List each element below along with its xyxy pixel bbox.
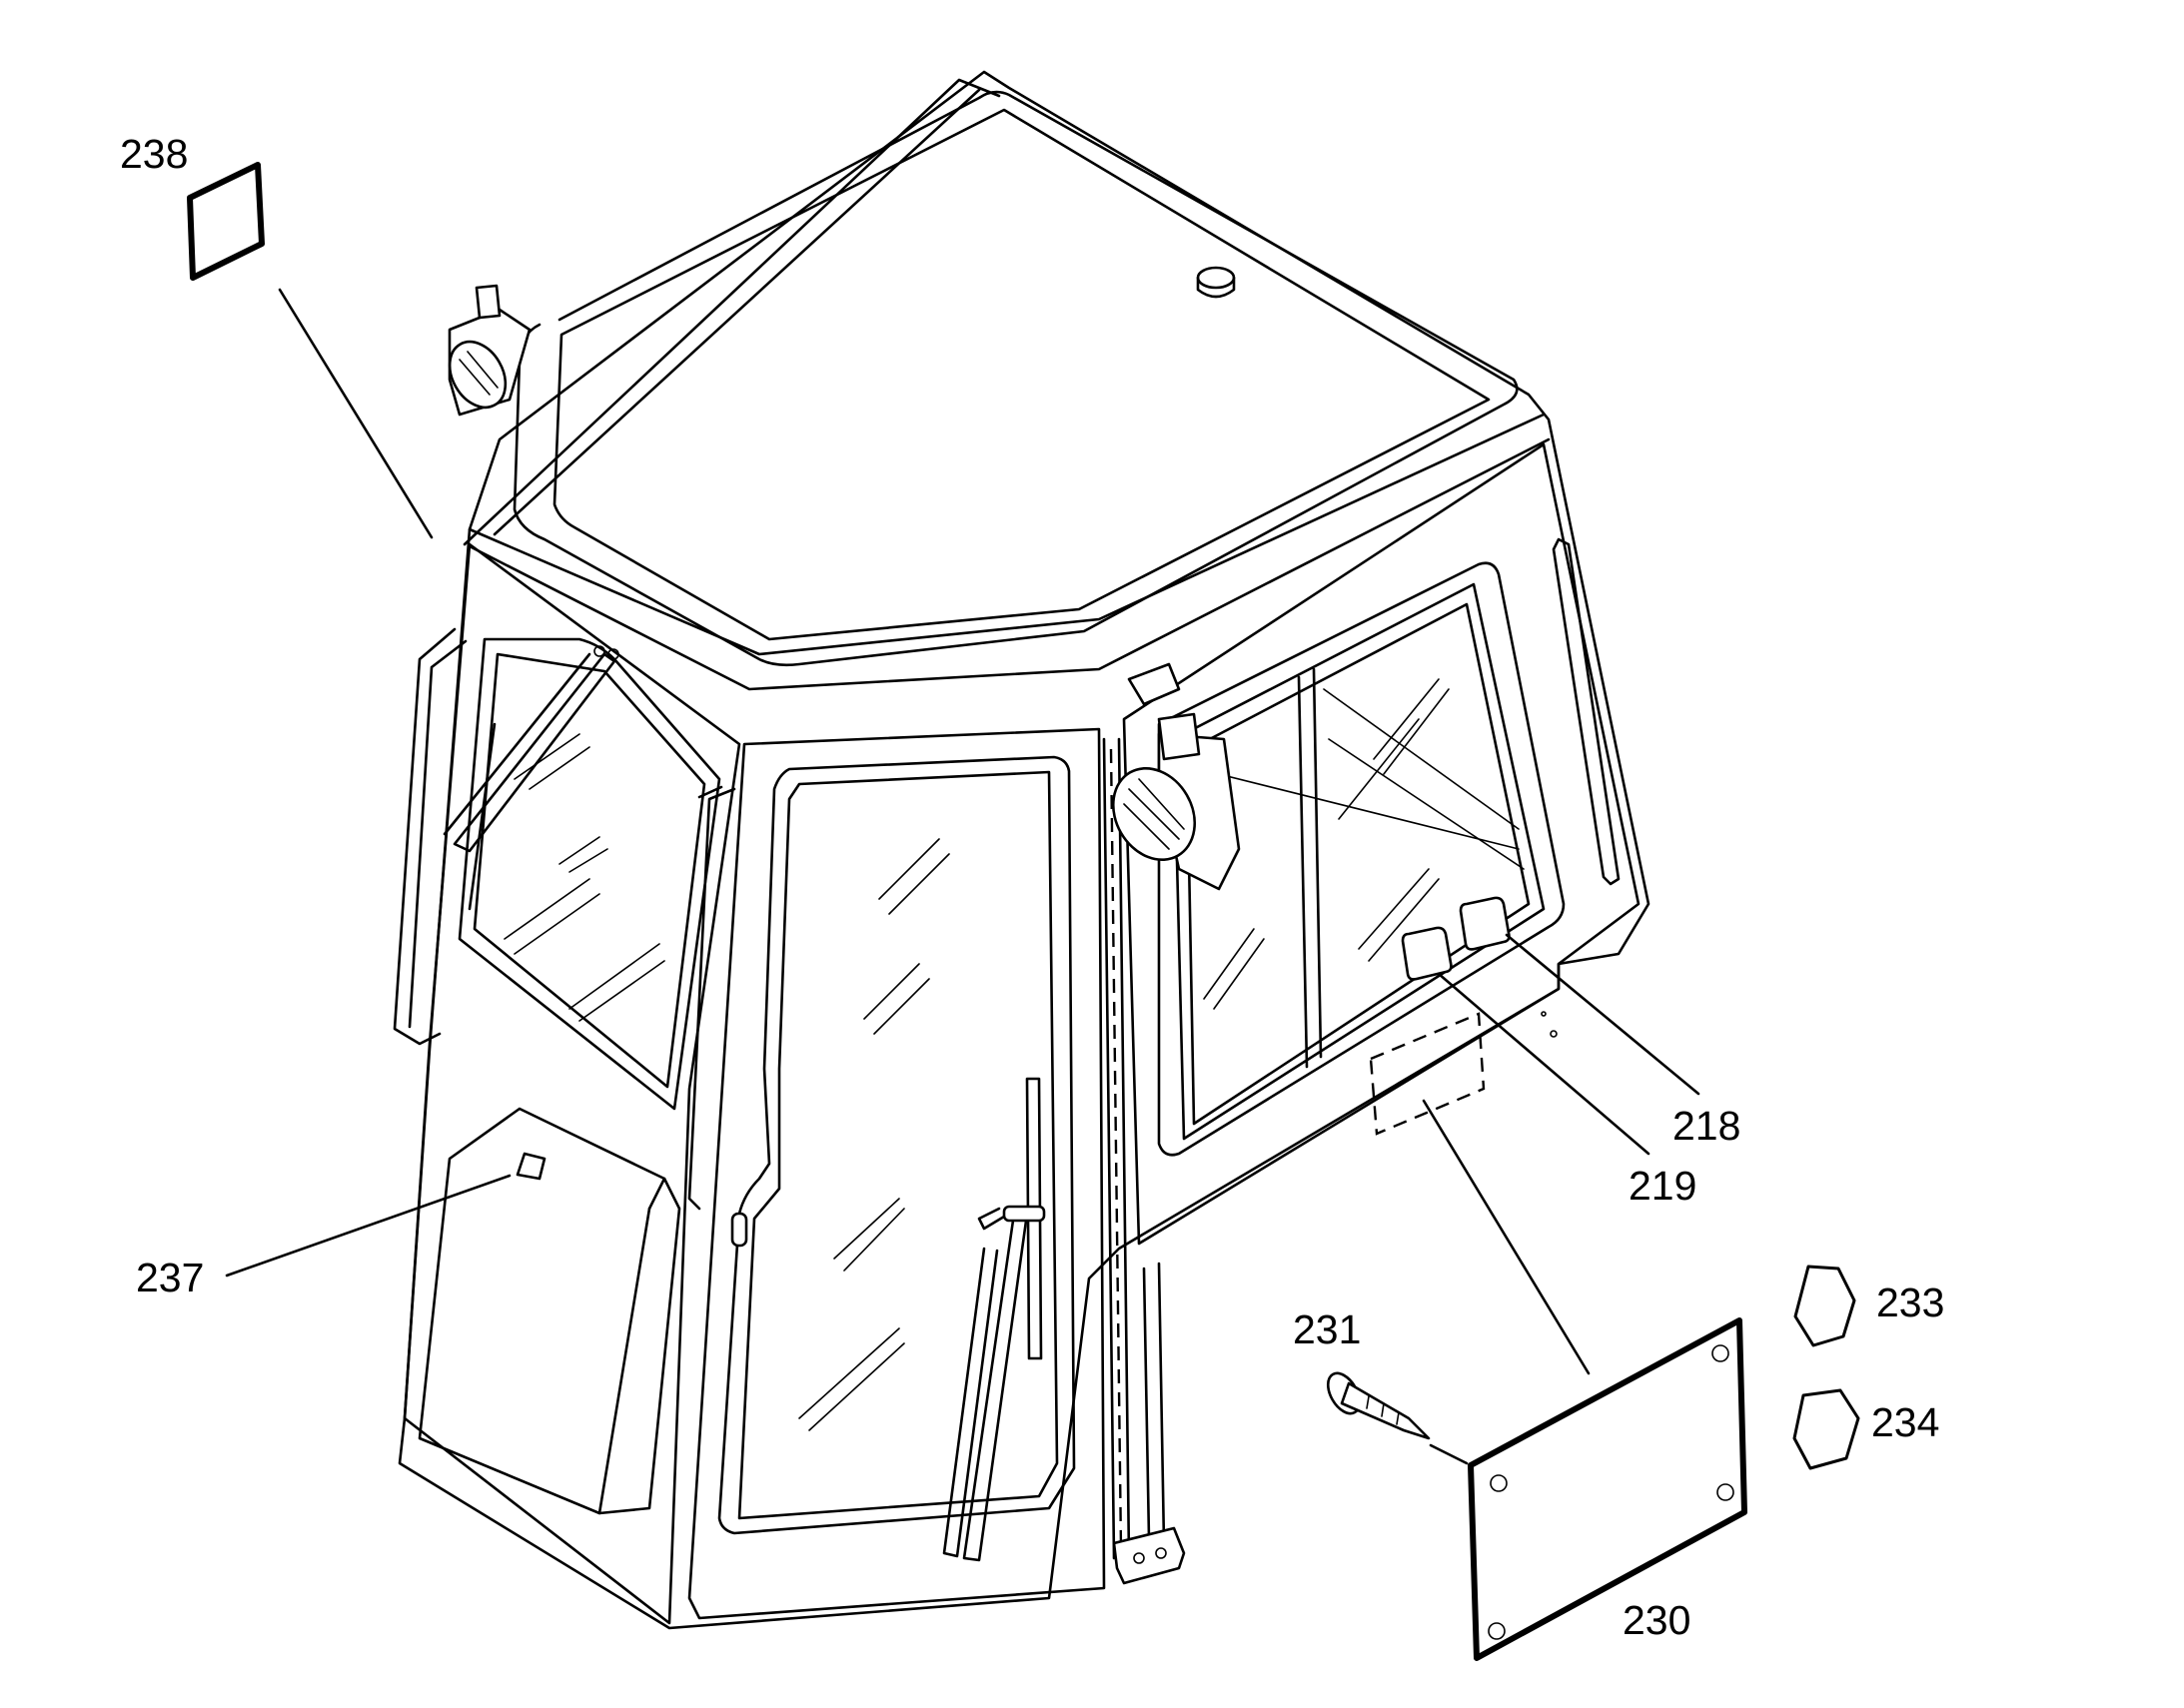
callout-234: 234 (1871, 1399, 1939, 1445)
work-light-left (448, 284, 532, 417)
plate-230 (1468, 1317, 1747, 1661)
callout-237: 237 (136, 1255, 204, 1300)
cap-234 (1792, 1388, 1860, 1470)
callout-233: 233 (1876, 1280, 1944, 1325)
callout-231: 231 (1293, 1306, 1361, 1352)
right-side-panel (1112, 442, 1640, 1585)
callout-230: 230 (1623, 1597, 1690, 1643)
callout-219: 219 (1629, 1163, 1696, 1209)
front-door (687, 727, 1131, 1620)
rivet-231 (1326, 1371, 1431, 1440)
cap-233 (1793, 1265, 1856, 1347)
leader-lines (225, 288, 1700, 1465)
callout-218: 218 (1672, 1103, 1740, 1149)
decal-238 (187, 162, 265, 281)
callout-238: 238 (120, 131, 188, 177)
left-side-panel (393, 542, 741, 1625)
work-light-right (1111, 662, 1241, 891)
cab-body (398, 70, 1650, 1630)
